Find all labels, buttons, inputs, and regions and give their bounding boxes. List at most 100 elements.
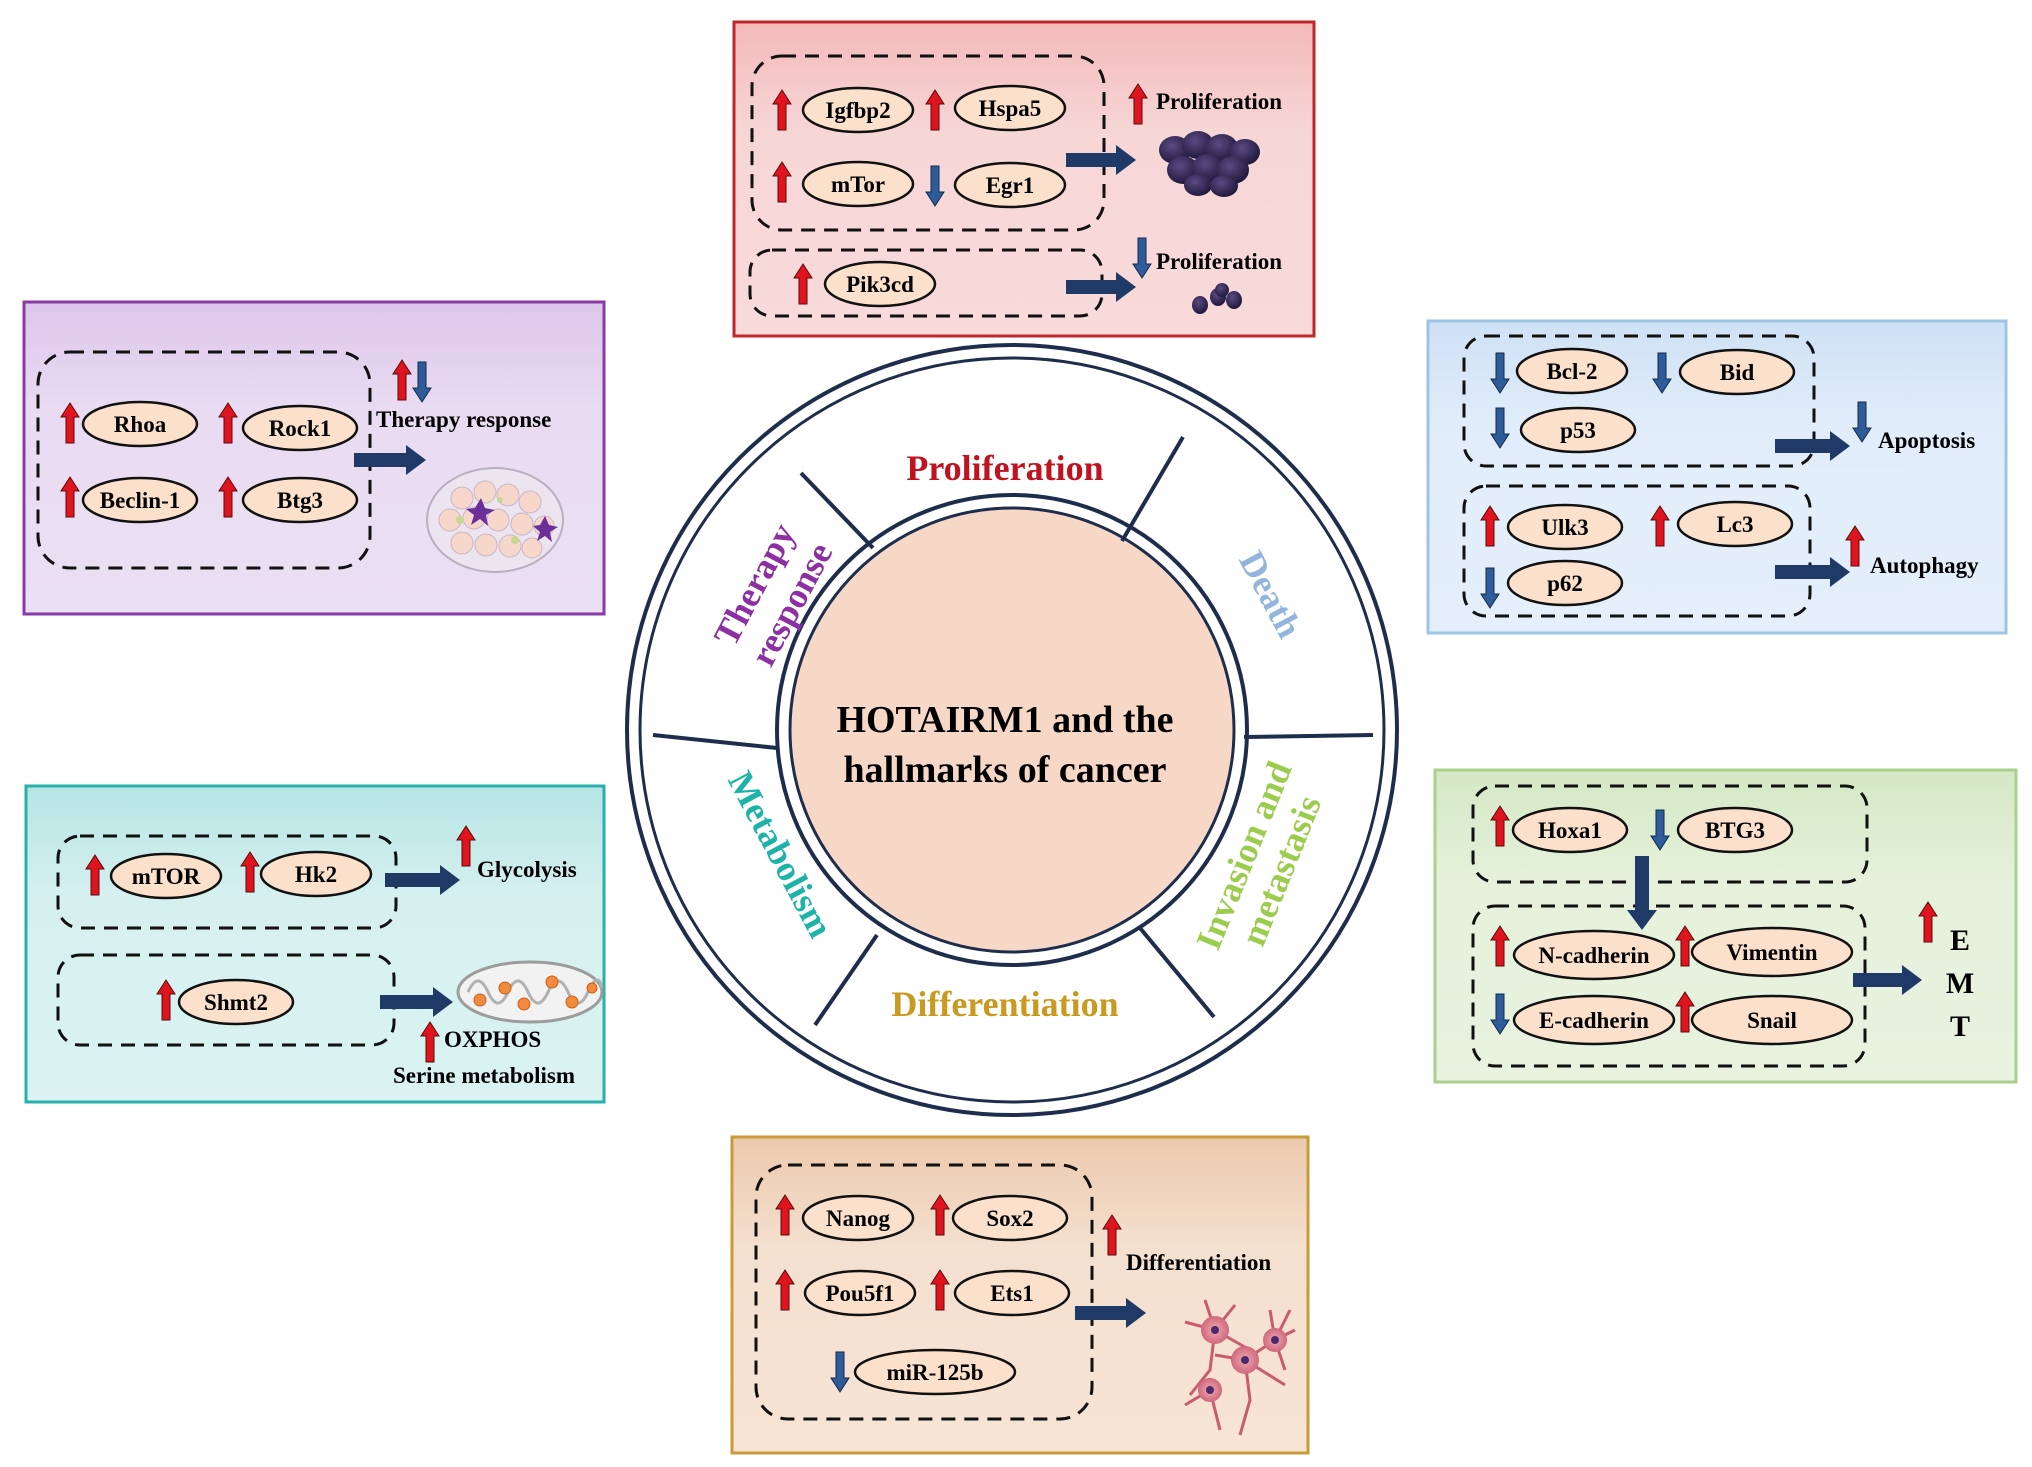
gene-oval-rock1: Rock1: [241, 404, 359, 452]
up-arrow-shape: [156, 979, 176, 1021]
panel-death: Bcl-2 Bid p53 Ulk3 Lc3 p62 Apoptosis Aut…: [1426, 319, 2008, 635]
up-arrow-icon: [218, 476, 238, 518]
down-arrow-shape: [830, 1351, 850, 1393]
outcome-proliferation-up: Proliferation: [1156, 89, 1282, 114]
up-arrow-icon: [930, 1269, 950, 1311]
up-arrow-shape: [420, 1021, 440, 1063]
panel-differentiation: Nanog Sox2 Pou5f1 Ets1 miR-125b Differen…: [730, 1135, 1310, 1455]
up-arrow-icon: [1845, 525, 1865, 567]
up-arrow-icon: [1650, 505, 1670, 547]
flow-arrow-shape: [385, 865, 460, 895]
flow-arrow-icon: [1775, 431, 1850, 461]
outcome-serine-metabolism: Serine metabolism: [393, 1063, 575, 1088]
gene-label: Ets1: [990, 1281, 1033, 1306]
up-arrow-icon: [775, 1269, 795, 1311]
gene-label: p53: [1560, 418, 1596, 443]
gene-label: Hk2: [295, 862, 337, 887]
gene-label: E-cadherin: [1539, 1008, 1649, 1033]
gene-oval-shape: [951, 1194, 1069, 1242]
outcome-oxphos: OXPHOS: [444, 1027, 541, 1052]
up-arrow-icon: [60, 402, 80, 444]
up-arrow-shape: [392, 359, 412, 401]
up-arrow-icon: [156, 979, 176, 1021]
gene-oval-shape: [1676, 500, 1794, 548]
gene-oval-rhoa: Rhoa: [81, 400, 199, 448]
wheel-outer-ring: [625, 343, 1399, 1117]
gene-label: Snail: [1747, 1008, 1797, 1033]
up-arrow-icon: [1480, 505, 1500, 547]
emt-letter-m: M: [1946, 967, 1974, 1000]
up-arrow-shape: [1480, 505, 1500, 547]
flow-arrow-icon: [1075, 1298, 1146, 1328]
panel-therapy-response: Rhoa Rock1 Beclin-1 Btg3 Therapy respons…: [22, 300, 606, 616]
up-arrow-shape: [60, 402, 80, 444]
gene-oval-hk2: Hk2: [259, 850, 373, 898]
up-arrow-shape: [925, 89, 945, 131]
gene-label: Pou5f1: [826, 1281, 895, 1306]
gene-label: mTor: [831, 172, 885, 197]
up-arrow-shape: [1675, 991, 1695, 1033]
gene-oval-mtor-prolif: mTor: [801, 160, 915, 208]
gene-oval-shape: [1676, 806, 1794, 854]
panel-metabolism: mTOR Hk2 Shmt2 Glycolysis OXPHOS Serine …: [24, 784, 606, 1104]
gene-label: Shmt2: [204, 990, 268, 1015]
up-arrow-shape: [775, 1194, 795, 1236]
up-arrow-shape: [930, 1269, 950, 1311]
up-arrow-shape: [218, 476, 238, 518]
gene-label: Bid: [1720, 360, 1755, 385]
gene-oval-shape: [1678, 348, 1796, 396]
gene-oval-shape: [109, 852, 223, 900]
gene-oval-beclin1: Beclin-1: [81, 476, 199, 524]
gene-oval-hoxa1: Hoxa1: [1511, 806, 1629, 854]
gene-oval-shape: [953, 1269, 1071, 1317]
up-arrow-icon: [1490, 805, 1510, 847]
up-arrow-icon: [218, 402, 238, 444]
up-arrow-shape: [1675, 925, 1695, 967]
flow-arrow-icon: [1853, 965, 1922, 995]
down-arrow-shape: [1480, 567, 1500, 609]
panel-proliferation: Igfbp2 Hspa5 mTor Egr1 Pik3cd Proliferat…: [732, 20, 1316, 338]
gene-oval-vimentin: Vimentin: [1690, 926, 1854, 978]
outcome-glycolysis: Glycolysis: [477, 857, 577, 882]
gene-oval-p53: p53: [1519, 406, 1637, 454]
up-arrow-icon: [85, 854, 105, 896]
down-arrow-icon: [830, 1351, 850, 1393]
down-arrow-shape: [1132, 237, 1152, 279]
gene-oval-shape: [1511, 806, 1629, 854]
up-arrow-shape: [930, 1194, 950, 1236]
mitochondrion-icon: [456, 960, 604, 1024]
down-arrow-icon: [1490, 407, 1510, 449]
gene-label: Vimentin: [1726, 940, 1817, 965]
gene-oval-shape: [1690, 926, 1854, 978]
gene-oval-shape: [953, 161, 1067, 209]
up-arrow-shape: [1490, 805, 1510, 847]
up-arrow-icon: [775, 1194, 795, 1236]
flow-arrow-down-icon: [1627, 856, 1657, 930]
gene-label: Hoxa1: [1538, 818, 1602, 843]
up-arrow-icon: [392, 359, 412, 401]
gene-oval-btg3-inv: BTG3: [1676, 806, 1794, 854]
tumor-cluster-icon: [1159, 131, 1260, 197]
hallmarks-wheel: HOTAIRM1 and the hallmarks of cancer Pro…: [625, 343, 1399, 1117]
gene-oval-bcl2: Bcl-2: [1515, 347, 1629, 395]
center-title-line2: hallmarks of cancer: [844, 749, 1167, 791]
gene-oval-shape: [801, 1194, 915, 1242]
gene-oval-shape: [1512, 994, 1676, 1046]
gene-oval-ecadherin: E-cadherin: [1512, 994, 1676, 1046]
flow-arrow-icon: [380, 987, 453, 1017]
flow-arrow-shape: [354, 445, 426, 475]
up-arrow-icon: [1918, 901, 1938, 943]
gene-oval-igfbp2: Igfbp2: [801, 86, 915, 134]
down-arrow-shape: [1852, 401, 1872, 443]
up-arrow-icon: [772, 89, 792, 131]
down-arrow-shape: [1650, 809, 1670, 851]
up-arrow-shape: [60, 476, 80, 518]
up-arrow-shape: [1128, 83, 1148, 125]
outcome-autophagy: Autophagy: [1870, 553, 1979, 578]
up-arrow-shape: [1102, 1214, 1122, 1256]
panel-invasion-metastasis: Hoxa1 BTG3 N-cadherin Vimentin E-cadheri…: [1433, 768, 2018, 1084]
flow-arrow-down-shape: [1627, 856, 1657, 930]
center-title-line1: HOTAIRM1 and the: [836, 699, 1173, 741]
gene-oval-shape: [259, 850, 373, 898]
gene-label: Sox2: [986, 1206, 1033, 1231]
